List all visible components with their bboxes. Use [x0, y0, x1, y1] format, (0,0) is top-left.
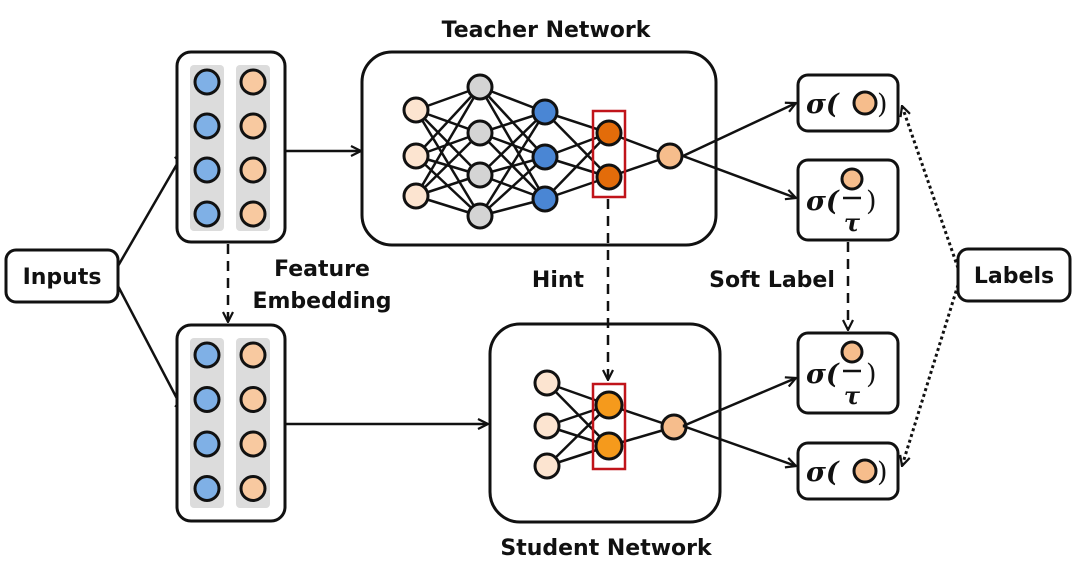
network-node — [660, 413, 688, 441]
teacher-network-title: Teacher Network — [442, 18, 652, 43]
close-paren: ) — [866, 359, 877, 390]
network-edge — [544, 132, 610, 200]
embedding-node — [193, 156, 221, 184]
sigma-symbol: σ( — [806, 186, 840, 217]
tau-symbol: τ — [844, 381, 861, 410]
network-node — [466, 202, 494, 230]
embedding-node — [239, 386, 267, 413]
network-node — [531, 143, 559, 171]
labels-to-teacher-output-dotted-arrow — [902, 106, 960, 269]
student-to-hard-output-arrow — [682, 424, 796, 466]
network-node — [531, 98, 559, 126]
tau-symbol: τ — [844, 208, 861, 237]
student-hint-layer-highlight — [591, 382, 627, 471]
network-edge — [415, 132, 481, 197]
embedding-node — [193, 68, 221, 96]
embedding-node — [193, 200, 221, 228]
network-node — [594, 390, 624, 420]
network-edge — [479, 111, 546, 176]
inputs-label: Inputs — [23, 265, 102, 290]
embedding-node — [239, 156, 267, 184]
embedding-node — [239, 112, 267, 140]
embedding-node — [193, 430, 221, 458]
sigma-symbol: σ( — [806, 89, 840, 120]
inputs-to-student-embedding-arrow — [116, 285, 184, 412]
network-node — [533, 452, 561, 480]
network-node — [402, 96, 430, 124]
inputs-node: Inputs — [4, 248, 120, 304]
teacher-to-hard-output-arrow — [682, 103, 796, 158]
labels-label: Labels — [974, 264, 1054, 289]
close-paren: ) — [877, 457, 888, 488]
feature-label-line1: Feature — [274, 257, 370, 282]
embedding-node — [239, 341, 267, 369]
network-node — [402, 142, 430, 170]
network-edge — [478, 111, 547, 217]
teacher-hard-output-box: σ( ) — [796, 73, 900, 133]
network-node — [466, 73, 494, 101]
student-network-title: Student Network — [500, 536, 713, 561]
output-node — [840, 340, 864, 364]
close-paren: ) — [866, 186, 877, 217]
hint-label: Hint — [532, 268, 585, 293]
network-node — [594, 431, 624, 461]
sigma-symbol: σ( — [806, 359, 840, 390]
student-to-soft-output-arrow — [682, 378, 796, 428]
embedding-node — [193, 475, 221, 502]
embedding-node — [239, 68, 267, 96]
embedding-node — [193, 341, 221, 369]
labels-node: Labels — [956, 247, 1072, 303]
inputs-to-teacher-embedding-arrow — [116, 152, 184, 267]
network-edge — [479, 156, 546, 217]
teacher-soft-output-box: σ( τ ) — [796, 158, 900, 242]
network-node — [656, 142, 684, 170]
network-node — [466, 161, 494, 189]
output-node — [852, 90, 878, 116]
network-node — [595, 119, 623, 147]
output-node — [852, 458, 878, 484]
embedding-node — [193, 112, 221, 140]
soft-label-label: Soft Label — [709, 268, 835, 293]
embedding-column — [236, 65, 270, 231]
teacher-to-soft-output-arrow — [682, 154, 796, 198]
sigma-symbol: σ( — [806, 457, 840, 488]
embedding-node — [193, 386, 221, 413]
labels-to-student-output-dotted-arrow — [902, 284, 960, 466]
network-node — [466, 119, 494, 147]
network-node — [595, 163, 623, 191]
network-edge — [414, 86, 482, 197]
network-node — [533, 412, 561, 440]
teacher-hint-layer-highlight — [591, 109, 627, 199]
network-node — [402, 182, 430, 210]
student-soft-output-box: σ( τ ) — [796, 331, 900, 415]
network-node — [531, 185, 559, 213]
network-edge — [415, 86, 481, 157]
embedding-column — [190, 338, 224, 508]
feature-label-line2: Embedding — [252, 289, 391, 314]
network-node — [533, 369, 561, 397]
embedding-column — [236, 338, 270, 508]
embedding-column — [190, 65, 224, 231]
embedding-node — [239, 475, 267, 502]
embedding-node — [239, 430, 267, 458]
student-hard-output-box: σ( ) — [796, 441, 900, 501]
teacher-embedding-box — [175, 50, 287, 244]
output-node — [840, 167, 864, 191]
embedding-node — [239, 200, 267, 228]
close-paren: ) — [877, 89, 888, 120]
student-embedding-box — [175, 323, 287, 523]
